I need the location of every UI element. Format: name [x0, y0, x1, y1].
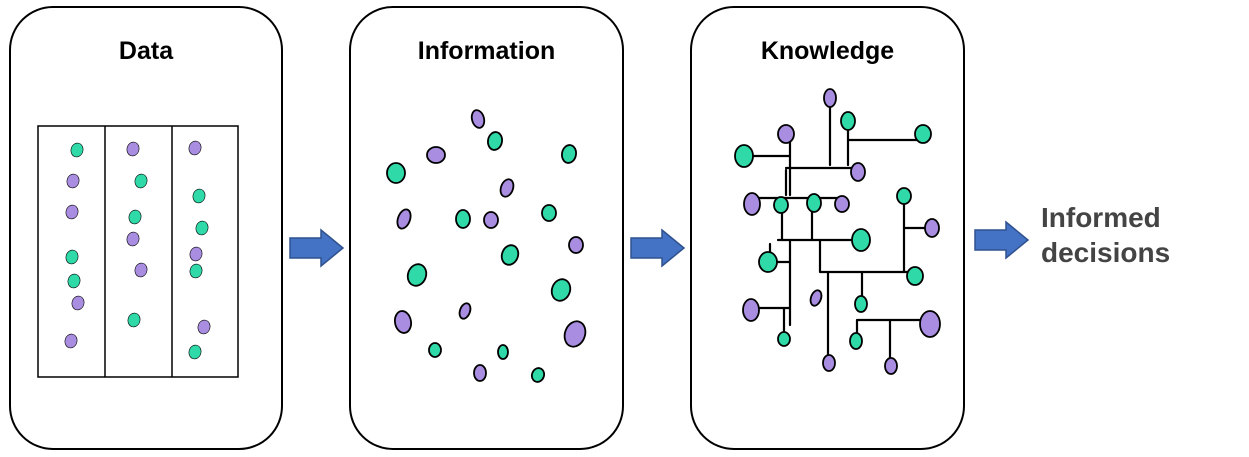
dot-blob-icon — [822, 354, 836, 372]
dot-blob-icon — [487, 131, 503, 151]
dot-blob-icon — [128, 209, 142, 225]
dot-blob-icon — [773, 196, 789, 214]
dot-blob-icon — [396, 208, 412, 230]
dot-blob-icon — [195, 220, 209, 236]
dot-blob-icon — [777, 124, 795, 144]
dot-blob-icon — [458, 302, 472, 320]
dot-blob-icon — [563, 320, 587, 348]
dot-blob-icon — [550, 278, 572, 302]
dot-blob-icon — [426, 146, 446, 164]
dot-blob-icon — [483, 211, 499, 229]
dot-blob-icon — [806, 193, 822, 213]
informed-decisions-label: Informed decisions — [1041, 200, 1170, 270]
knowledge-links — [740, 102, 934, 368]
dot-blob-icon — [189, 263, 203, 279]
data-table-illustration — [37, 125, 239, 378]
dot-blob-icon — [530, 367, 546, 383]
dot-blob-icon — [734, 144, 754, 168]
dot-blob-icon — [743, 192, 761, 216]
panel-title-data: Data — [118, 37, 174, 65]
dot-blob-icon — [134, 173, 148, 189]
dot-blob-icon — [188, 140, 202, 156]
dot-blob-icon — [568, 236, 584, 254]
result-line-1: Informed — [1041, 202, 1161, 233]
dot-blob-icon — [70, 142, 84, 158]
knowledge-network-illustration — [734, 88, 941, 375]
dot-blob-icon — [67, 273, 81, 289]
right-arrow-icon — [630, 228, 686, 268]
information-dots-illustration — [386, 109, 587, 383]
right-arrow-icon — [974, 220, 1030, 260]
dot-blob-icon — [65, 249, 79, 265]
information-dots-group — [386, 109, 587, 383]
dot-blob-icon — [473, 364, 487, 382]
dot-blob-icon — [742, 298, 760, 322]
dot-blob-icon — [455, 209, 471, 229]
dot-blob-icon — [919, 310, 941, 338]
dot-blob-icon — [126, 141, 140, 157]
dot-blob-icon — [134, 262, 148, 278]
dot-blob-icon — [192, 188, 206, 204]
dot-blob-icon — [758, 251, 778, 273]
dot-blob-icon — [884, 357, 898, 375]
data-table-frame — [37, 125, 239, 378]
dot-blob-icon — [470, 109, 486, 129]
panel-title-knowledge: Knowledge — [760, 37, 895, 65]
dot-blob-icon — [393, 310, 413, 334]
dot-blob-icon — [851, 228, 871, 252]
dot-blob-icon — [197, 319, 211, 335]
dot-blob-icon — [854, 295, 868, 313]
dot-blob-icon — [499, 178, 515, 198]
dot-blob-icon — [809, 289, 823, 307]
dot-blob-icon — [924, 218, 940, 238]
dot-blob-icon — [541, 204, 557, 222]
dot-blob-icon — [500, 244, 520, 266]
dot-blob-icon — [71, 295, 85, 311]
dot-blob-icon — [896, 187, 912, 205]
dot-blob-icon — [561, 144, 577, 164]
dot-blob-icon — [849, 332, 863, 350]
dot-blob-icon — [906, 266, 924, 286]
dot-blob-icon — [850, 162, 866, 182]
dot-blob-icon — [914, 124, 932, 144]
dot-blob-icon — [406, 263, 428, 287]
right-arrow-icon — [289, 228, 345, 268]
dot-blob-icon — [64, 333, 78, 349]
data-dots-group — [64, 140, 211, 360]
dot-blob-icon — [497, 344, 509, 360]
dot-blob-icon — [126, 231, 140, 247]
dot-blob-icon — [127, 312, 141, 328]
panel-title-information: Information — [417, 37, 556, 65]
dot-blob-icon — [777, 331, 791, 347]
result-line-2: decisions — [1041, 237, 1171, 268]
dot-blob-icon — [834, 195, 850, 213]
dot-blob-icon — [188, 344, 202, 360]
dot-blob-icon — [66, 173, 80, 189]
dot-blob-icon — [65, 204, 79, 220]
dot-blob-icon — [428, 342, 442, 358]
dot-blob-icon — [823, 88, 837, 108]
knowledge-nodes-group — [734, 88, 941, 375]
dot-blob-icon — [840, 111, 856, 131]
dot-blob-icon — [386, 162, 406, 184]
dot-blob-icon — [189, 246, 203, 262]
